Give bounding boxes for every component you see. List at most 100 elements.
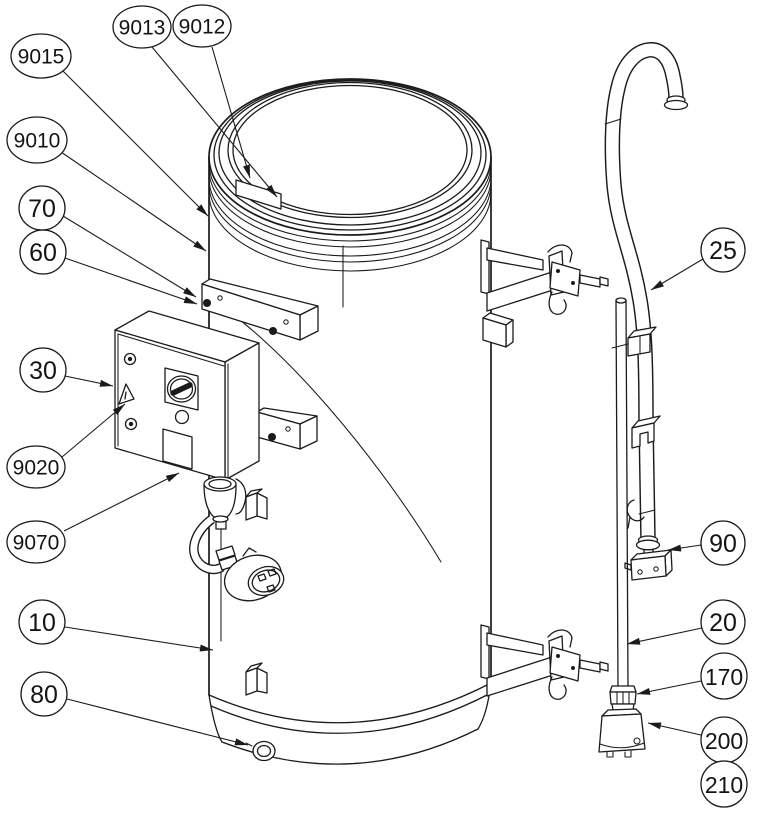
callout-30: 30	[19, 347, 67, 393]
callout-210: 210	[700, 760, 748, 808]
callout-9012: 9012	[172, 4, 232, 48]
knob-pointer	[170, 382, 193, 396]
callout-9010: 9010	[6, 116, 68, 164]
clamp-arm	[486, 247, 544, 271]
callout-label: 90	[709, 530, 737, 558]
callout-label: 20	[709, 609, 737, 637]
callout-balloon	[700, 599, 746, 645]
callout-70: 70	[18, 185, 66, 231]
leader-line-9013	[151, 46, 278, 198]
leader-line-25	[650, 258, 704, 291]
clamp-arm	[486, 656, 554, 697]
control-box	[114, 310, 260, 481]
clamp-hook	[548, 676, 567, 700]
leader-line-60	[64, 257, 198, 305]
leader-line-9012	[211, 46, 251, 179]
callout-9070: 9070	[6, 520, 66, 564]
callout-90: 90	[700, 520, 746, 566]
clamp-assembly-upper-right	[480, 239, 609, 348]
plug-pin	[257, 573, 267, 582]
toggle-lever	[547, 629, 573, 648]
callout-balloon	[10, 33, 72, 79]
pipe-hook	[626, 499, 645, 529]
callout-label: 70	[28, 195, 56, 223]
callout-balloon	[6, 520, 66, 564]
leader-line-30	[64, 375, 114, 387]
callout-label: 9012	[179, 16, 226, 39]
clamp-arm	[486, 271, 554, 312]
callout-balloon	[6, 445, 66, 489]
leader-line-70	[62, 215, 197, 298]
callout-60: 60	[19, 229, 67, 275]
power-cable	[189, 515, 225, 575]
pump-foot	[598, 708, 646, 758]
control-knob	[166, 375, 197, 403]
leader-line-200	[647, 722, 702, 736]
clamp-arm	[486, 632, 544, 656]
callout-balloon	[700, 652, 748, 700]
callout-label: 10	[28, 609, 56, 637]
box-screw	[123, 352, 137, 366]
bracket-foot	[482, 312, 514, 348]
callout-balloon	[172, 4, 232, 48]
callout-balloon	[6, 116, 68, 164]
pipe-foot-fitting	[624, 548, 673, 581]
callout-balloon	[19, 229, 67, 275]
clamp-bolt	[579, 274, 601, 288]
tank-rim-outer	[208, 78, 492, 236]
box-screw	[124, 417, 138, 431]
gooseneck-pipe	[604, 42, 689, 581]
pipe-clip-upper	[611, 326, 657, 357]
clip-at-box	[245, 488, 268, 521]
callout-label: 9070	[13, 532, 60, 555]
callout-label: 30	[29, 357, 57, 385]
cee-plug	[215, 545, 285, 602]
bracket-screw	[203, 299, 211, 307]
callout-balloon	[19, 347, 67, 393]
leader-line-20	[626, 627, 703, 645]
callout-label: 9010	[14, 130, 61, 153]
callout-label: 200	[705, 728, 743, 754]
clamp-assembly-lower-right	[480, 624, 609, 700]
warning-triangle-icon	[118, 383, 135, 405]
callout-80: 80	[20, 671, 68, 717]
leader-line-170	[636, 680, 702, 695]
suction-pipe-assembly	[598, 297, 646, 758]
indicator-light	[174, 409, 190, 425]
leader-line-90	[667, 544, 702, 552]
callout-170: 170	[700, 652, 748, 700]
tank-opening-inner	[232, 84, 468, 216]
callout-label: 9020	[13, 457, 60, 480]
callout-balloon	[18, 599, 66, 645]
control-box-side	[224, 342, 260, 481]
callout-label: 25	[709, 237, 737, 265]
callout-label: 210	[705, 772, 743, 798]
leader-line-9070	[63, 472, 180, 532]
leader-line-10	[64, 626, 214, 652]
leader-line-9020	[61, 403, 126, 458]
plug-pin	[267, 568, 277, 577]
suction-pipe	[615, 300, 619, 687]
pipe-clip-mid	[631, 415, 661, 449]
cable-gland	[203, 476, 237, 530]
bracket-bar-upper-left	[201, 278, 319, 341]
callout-9020: 9020	[6, 445, 66, 489]
bracket-screw	[269, 327, 277, 335]
leader-line-80	[66, 698, 249, 746]
drain-plug	[245, 740, 276, 762]
callout-balloon	[700, 520, 746, 566]
callout-label: 170	[705, 664, 743, 690]
box-label-plate	[162, 428, 193, 470]
callout-25: 25	[700, 227, 746, 273]
callout-label: 60	[29, 239, 57, 267]
callout-9013: 9013	[112, 5, 172, 49]
bracket-bar-lower-left	[256, 407, 318, 450]
toggle-lever	[547, 244, 573, 263]
tank	[206, 78, 492, 765]
callout-label: 9013	[119, 17, 166, 40]
clamp-bolt	[579, 659, 601, 673]
bracket-screw	[268, 433, 276, 441]
